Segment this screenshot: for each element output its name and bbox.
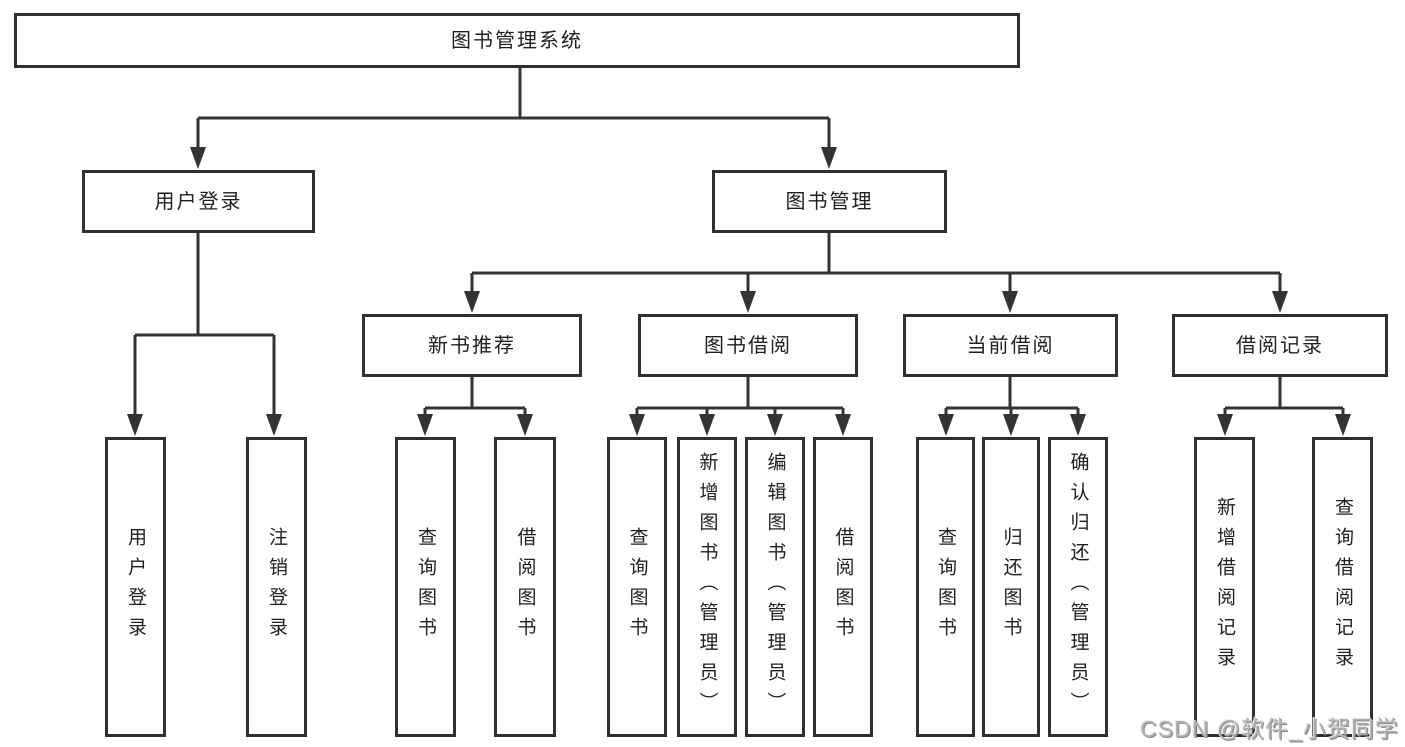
leaf-query-borrow-record: 查询借阅记录 [1312,437,1373,737]
node-label: 查询图书 [415,527,436,647]
node-label: 归还图书 [1000,527,1022,647]
node-label: 确认归还（管理员） [1067,452,1089,722]
leaf-confirm-return-admin: 确认归还（管理员） [1048,437,1108,737]
node-label: 新增借阅记录 [1214,497,1235,677]
node-label: 用户登录 [154,190,243,213]
node-label: 借阅图书 [514,527,536,647]
leaf-edit-books-admin: 编辑图书（管理员） [745,437,805,737]
node-label: 图书管理 [785,190,874,213]
node-book-management: 图书管理 [712,170,947,233]
node-label: 图书管理系统 [451,29,583,52]
leaf-logout: 注销登录 [246,437,307,737]
leaf-add-books-admin: 新增图书（管理员） [677,437,737,737]
leaf-borrow-books: 借阅图书 [813,437,873,737]
node-root-book-management-system: 图书管理系统 [14,13,1020,68]
leaf-query-books-current: 查询图书 [916,437,975,737]
leaf-user-login: 用户登录 [105,437,166,737]
leaf-return-books: 归还图书 [982,437,1040,737]
node-label: 注销登录 [266,527,287,647]
node-label: 查询图书 [935,527,956,647]
node-label: 借阅记录 [1236,334,1324,357]
node-label: 借阅图书 [832,527,854,647]
node-label: 新增图书（管理员） [696,452,718,722]
node-borrow-records: 借阅记录 [1172,314,1388,377]
csdn-watermark: CSDN @软件_小贺同学 [1140,716,1399,742]
node-label: 查询借阅记录 [1332,497,1353,677]
node-label: 新书推荐 [428,334,516,357]
leaf-borrow-books-recommend: 借阅图书 [494,437,556,737]
node-current-borrow: 当前借阅 [903,314,1118,377]
node-book-borrow: 图书借阅 [638,314,858,377]
leaf-query-books-borrow: 查询图书 [607,437,667,737]
node-label: 图书借阅 [704,334,792,357]
node-user-login: 用户登录 [82,170,315,233]
node-label: 查询图书 [626,527,648,647]
node-label: 用户登录 [125,527,146,647]
node-label: 编辑图书（管理员） [764,452,786,722]
leaf-add-borrow-record: 新增借阅记录 [1194,437,1255,737]
node-new-book-recommend: 新书推荐 [362,314,582,377]
leaf-query-books-recommend: 查询图书 [395,437,456,737]
node-label: 当前借阅 [966,334,1055,357]
